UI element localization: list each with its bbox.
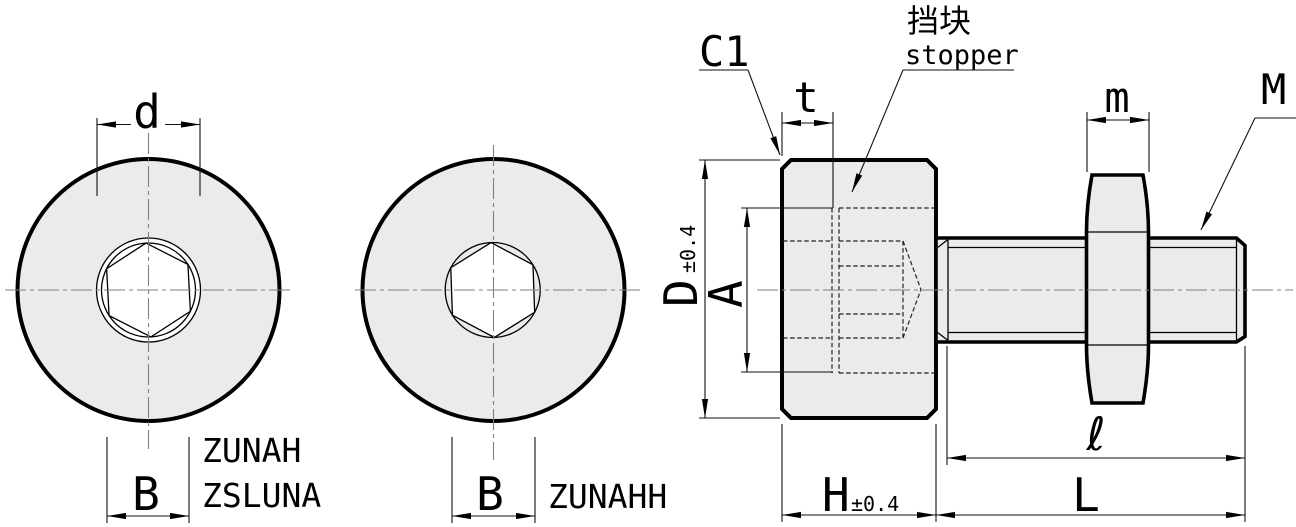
model-name-zunah: ZUNAH xyxy=(202,431,301,470)
root-chamfer-bottom xyxy=(936,331,949,342)
dim-l-small: ℓ xyxy=(946,346,1246,522)
dim-H: H ±0.4 xyxy=(781,424,937,522)
dim-A-label: A xyxy=(699,280,753,308)
dim-m-label: m xyxy=(1104,73,1129,122)
stopper-label-en: stopper xyxy=(905,40,1019,71)
dim-l-small-label: ℓ xyxy=(1085,407,1105,461)
dim-m: m xyxy=(1086,73,1150,172)
chamfer-c1-label: C1 xyxy=(699,27,750,76)
dim-b-label: B xyxy=(132,467,160,521)
front-view-1: d B ZUNAH ZSLUNA xyxy=(5,85,321,523)
model-name-zunahh: ZUNAHH xyxy=(548,477,667,516)
thread-m-label: M xyxy=(1261,65,1286,114)
dim-L: L xyxy=(936,468,1245,522)
dim-D-label: D xyxy=(654,279,708,307)
hex-socket xyxy=(105,242,192,338)
front-view-2: B ZUNAHH xyxy=(355,145,667,523)
hex-collar xyxy=(1084,173,1151,405)
dim-H-tolerance: ±0.4 xyxy=(851,492,899,516)
dim-D: D ±0.4 xyxy=(654,159,780,419)
dim-t: t xyxy=(781,73,834,208)
dim-D-tolerance: ±0.4 xyxy=(676,225,700,273)
dim-H-label: H xyxy=(822,468,850,522)
dim-t-label: t xyxy=(793,73,818,122)
model-name-zsluna: ZSLUNA xyxy=(202,476,321,515)
dim-b-view2: B xyxy=(451,437,536,523)
dim-A: A xyxy=(699,207,833,373)
side-view: D ±0.4 A t m xyxy=(654,2,1296,522)
leader-stopper: 挡块 stopper xyxy=(851,2,1019,193)
dim-b-label: B xyxy=(476,467,504,521)
root-chamfer-top xyxy=(936,238,949,249)
leader-chamfer-c1: C1 xyxy=(699,27,781,156)
screw-head xyxy=(780,158,938,420)
dim-d-label: d xyxy=(133,85,161,139)
stopper-label-cn: 挡块 xyxy=(907,2,971,40)
leader-thread-m: M xyxy=(1200,65,1296,231)
dim-L-label: L xyxy=(1072,468,1100,522)
dim-b-view1: B xyxy=(106,437,190,523)
dim-d: d xyxy=(96,85,201,196)
